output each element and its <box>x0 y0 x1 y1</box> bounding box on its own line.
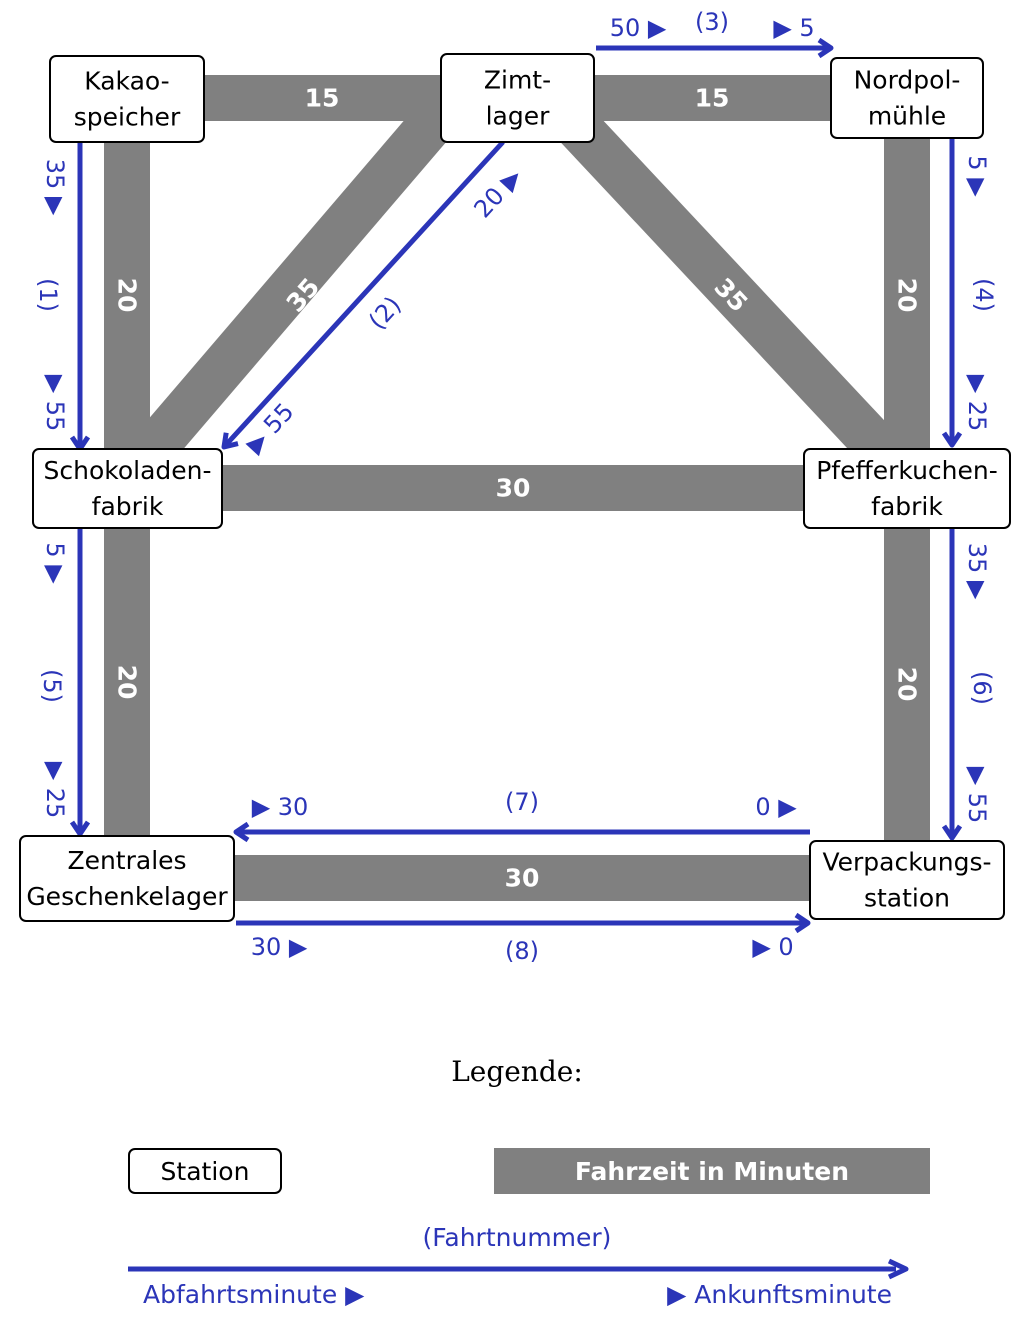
trip-1-departure: 35 ▶ <box>41 159 69 216</box>
legend-trip-arrowhead <box>887 1258 909 1280</box>
track-time-schoko-pfeffer: 30 <box>496 474 531 503</box>
station-label-zimt-1: Zimt- <box>484 66 551 95</box>
station-box-nordpol <box>830 57 984 139</box>
station-box-kakao <box>49 55 205 143</box>
station-zimt: Zimt-lager <box>440 53 595 143</box>
legend-station-box <box>128 1148 282 1194</box>
track-time-zentral-verpack: 30 <box>505 864 540 893</box>
station-label-verpack-1: Verpackungs- <box>822 848 991 877</box>
legend-departure-text: Abfahrtsminute <box>143 1280 337 1309</box>
station-label-kakao-2: speicher <box>74 103 181 132</box>
station-kakao: Kakao-speicher <box>49 55 205 143</box>
trip-4-arrowhead <box>941 431 963 448</box>
station-label-nordpol-2: mühle <box>868 102 946 131</box>
trip-1-number: (1) <box>34 278 62 312</box>
track-time-kakao-schoko: 20 <box>113 278 142 313</box>
station-pfeffer: Pfefferkuchen-fabrik <box>803 448 1011 529</box>
trip-2-arrowhead <box>221 432 239 450</box>
trip-5-departure: 5 ▶ <box>41 542 69 584</box>
trip-4-departure: 5 ▶ <box>963 155 991 197</box>
track-time-zimt-nordpol: 15 <box>695 84 730 113</box>
station-nordpol: Nordpol-mühle <box>830 57 984 139</box>
track-time-pfeffer-verpack: 20 <box>893 667 922 702</box>
track-time-schoko-zentral: 20 <box>113 665 142 700</box>
trip-8-arrowhead <box>794 912 811 934</box>
station-box-zimt <box>440 53 595 143</box>
station-label-schoko-1: Schokoladen- <box>43 456 211 485</box>
track-zimt-pfeffer <box>543 92 919 489</box>
trip-6-number: (6) <box>968 671 996 705</box>
track-time-kakao-zimt: 15 <box>305 84 340 113</box>
legend-arrival-marker: ▶ <box>667 1280 694 1309</box>
legend-track-bar <box>494 1148 930 1194</box>
station-box-zentral <box>19 835 235 922</box>
trip-5-arrival: ▶ 25 <box>41 762 69 819</box>
trip-4-number: (4) <box>970 278 998 312</box>
trip-2-arrow <box>222 140 505 449</box>
trip-7-departure: 0 ▶ <box>755 793 797 821</box>
trip-3-departure: 50 ▶ <box>610 14 667 42</box>
station-box-pfeffer <box>803 448 1011 529</box>
legend-departure-label: Abfahrtsminute ▶ <box>143 1280 365 1309</box>
station-label-pfeffer-1: Pfefferkuchen- <box>816 456 998 485</box>
legend-travel-time-label: Fahrzeit in Minuten <box>575 1157 849 1186</box>
trip-3-arrowhead <box>817 37 834 59</box>
station-label-zentral-2: Geschenkelager <box>26 882 228 911</box>
station-verpack: Verpackungs-station <box>809 840 1005 920</box>
station-label-zentral-1: Zentrales <box>67 846 186 875</box>
legend-trip-number-label: (Fahrtnummer) <box>423 1223 612 1252</box>
trip-3-number: (3) <box>695 8 729 36</box>
station-label-kakao-1: Kakao- <box>84 67 169 96</box>
trip-8-number: (8) <box>505 937 539 965</box>
trip-8-departure: 30 ▶ <box>251 933 308 961</box>
track-zimt-schoko <box>130 93 463 470</box>
trip-2-number: (2) <box>363 291 407 335</box>
trip-6-departure: 35 ▶ <box>963 543 991 600</box>
trip-5-arrowhead <box>69 820 91 837</box>
stations-layer: Kakao-speicher Zimt-lager Nordpol-mühleSch… <box>19 53 1011 922</box>
trip-1-arrival: ▶ 55 <box>41 375 69 432</box>
station-box-verpack <box>809 840 1005 920</box>
legend-title: Legende: <box>451 1055 583 1088</box>
station-label-verpack-2: station <box>864 884 950 913</box>
trip-6-arrival: ▶ 55 <box>963 767 991 824</box>
station-label-pfeffer-2: fabrik <box>871 492 943 521</box>
station-label-nordpol-1: Nordpol- <box>854 66 961 95</box>
legend-departure-marker: ▶ <box>337 1280 365 1309</box>
trip-7-arrival: ▶ 30 <box>252 793 309 821</box>
trip-7-number: (7) <box>505 788 539 816</box>
trip-5-number: (5) <box>38 669 66 703</box>
legend-station-label: Station <box>161 1157 250 1186</box>
station-label-zimt-2: lager <box>486 102 551 131</box>
legend-arrival-label: ▶ Ankunftsminute <box>667 1280 892 1309</box>
trip-3-arrival: ▶ 5 <box>773 14 814 42</box>
trip-2-arrival: ▶ 55 <box>241 398 300 459</box>
station-label-schoko-2: fabrik <box>92 492 164 521</box>
station-schoko: Schokoladen-fabrik <box>32 448 223 529</box>
legend: Legende: Station Fahrzeit in Minuten (Fa… <box>128 1055 930 1309</box>
track-time-nordpol-pfeffer: 20 <box>893 278 922 313</box>
trip-6-arrowhead <box>941 824 963 841</box>
legend-arrival-text: Ankunftsminute <box>694 1280 892 1309</box>
station-box-schoko <box>32 448 223 529</box>
trip-7-arrowhead <box>233 821 250 843</box>
trip-4-arrival: ▶ 25 <box>963 375 991 432</box>
trip-8-arrival: ▶ 0 <box>752 933 793 961</box>
